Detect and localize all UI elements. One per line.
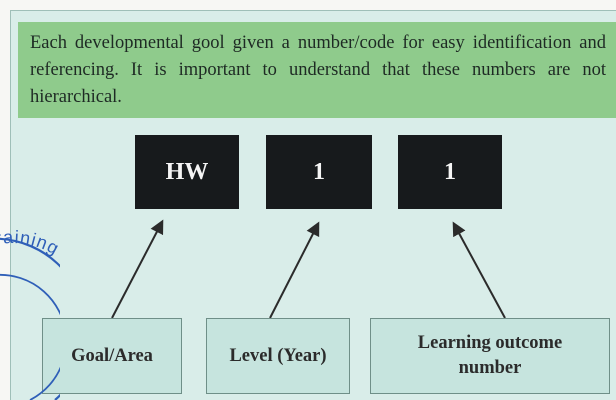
arrow-goal xyxy=(111,219,164,319)
arrow-outcome xyxy=(452,221,506,319)
intro-text: Each developmental gool given a number/c… xyxy=(18,22,616,118)
code-box-outcome: 1 xyxy=(398,135,502,209)
label-learning-outcome: Learning outcome number xyxy=(370,318,610,394)
stamp-seal-icon: Training Pv xyxy=(0,227,60,400)
code-box-goal: HW xyxy=(135,135,239,209)
svg-text:Training Pv: Training Pv xyxy=(0,227,60,278)
label-goal-area: Goal/Area xyxy=(42,318,182,394)
label-level-year: Level (Year) xyxy=(206,318,350,394)
code-box-level: 1 xyxy=(266,135,372,209)
arrow-level xyxy=(269,221,320,319)
